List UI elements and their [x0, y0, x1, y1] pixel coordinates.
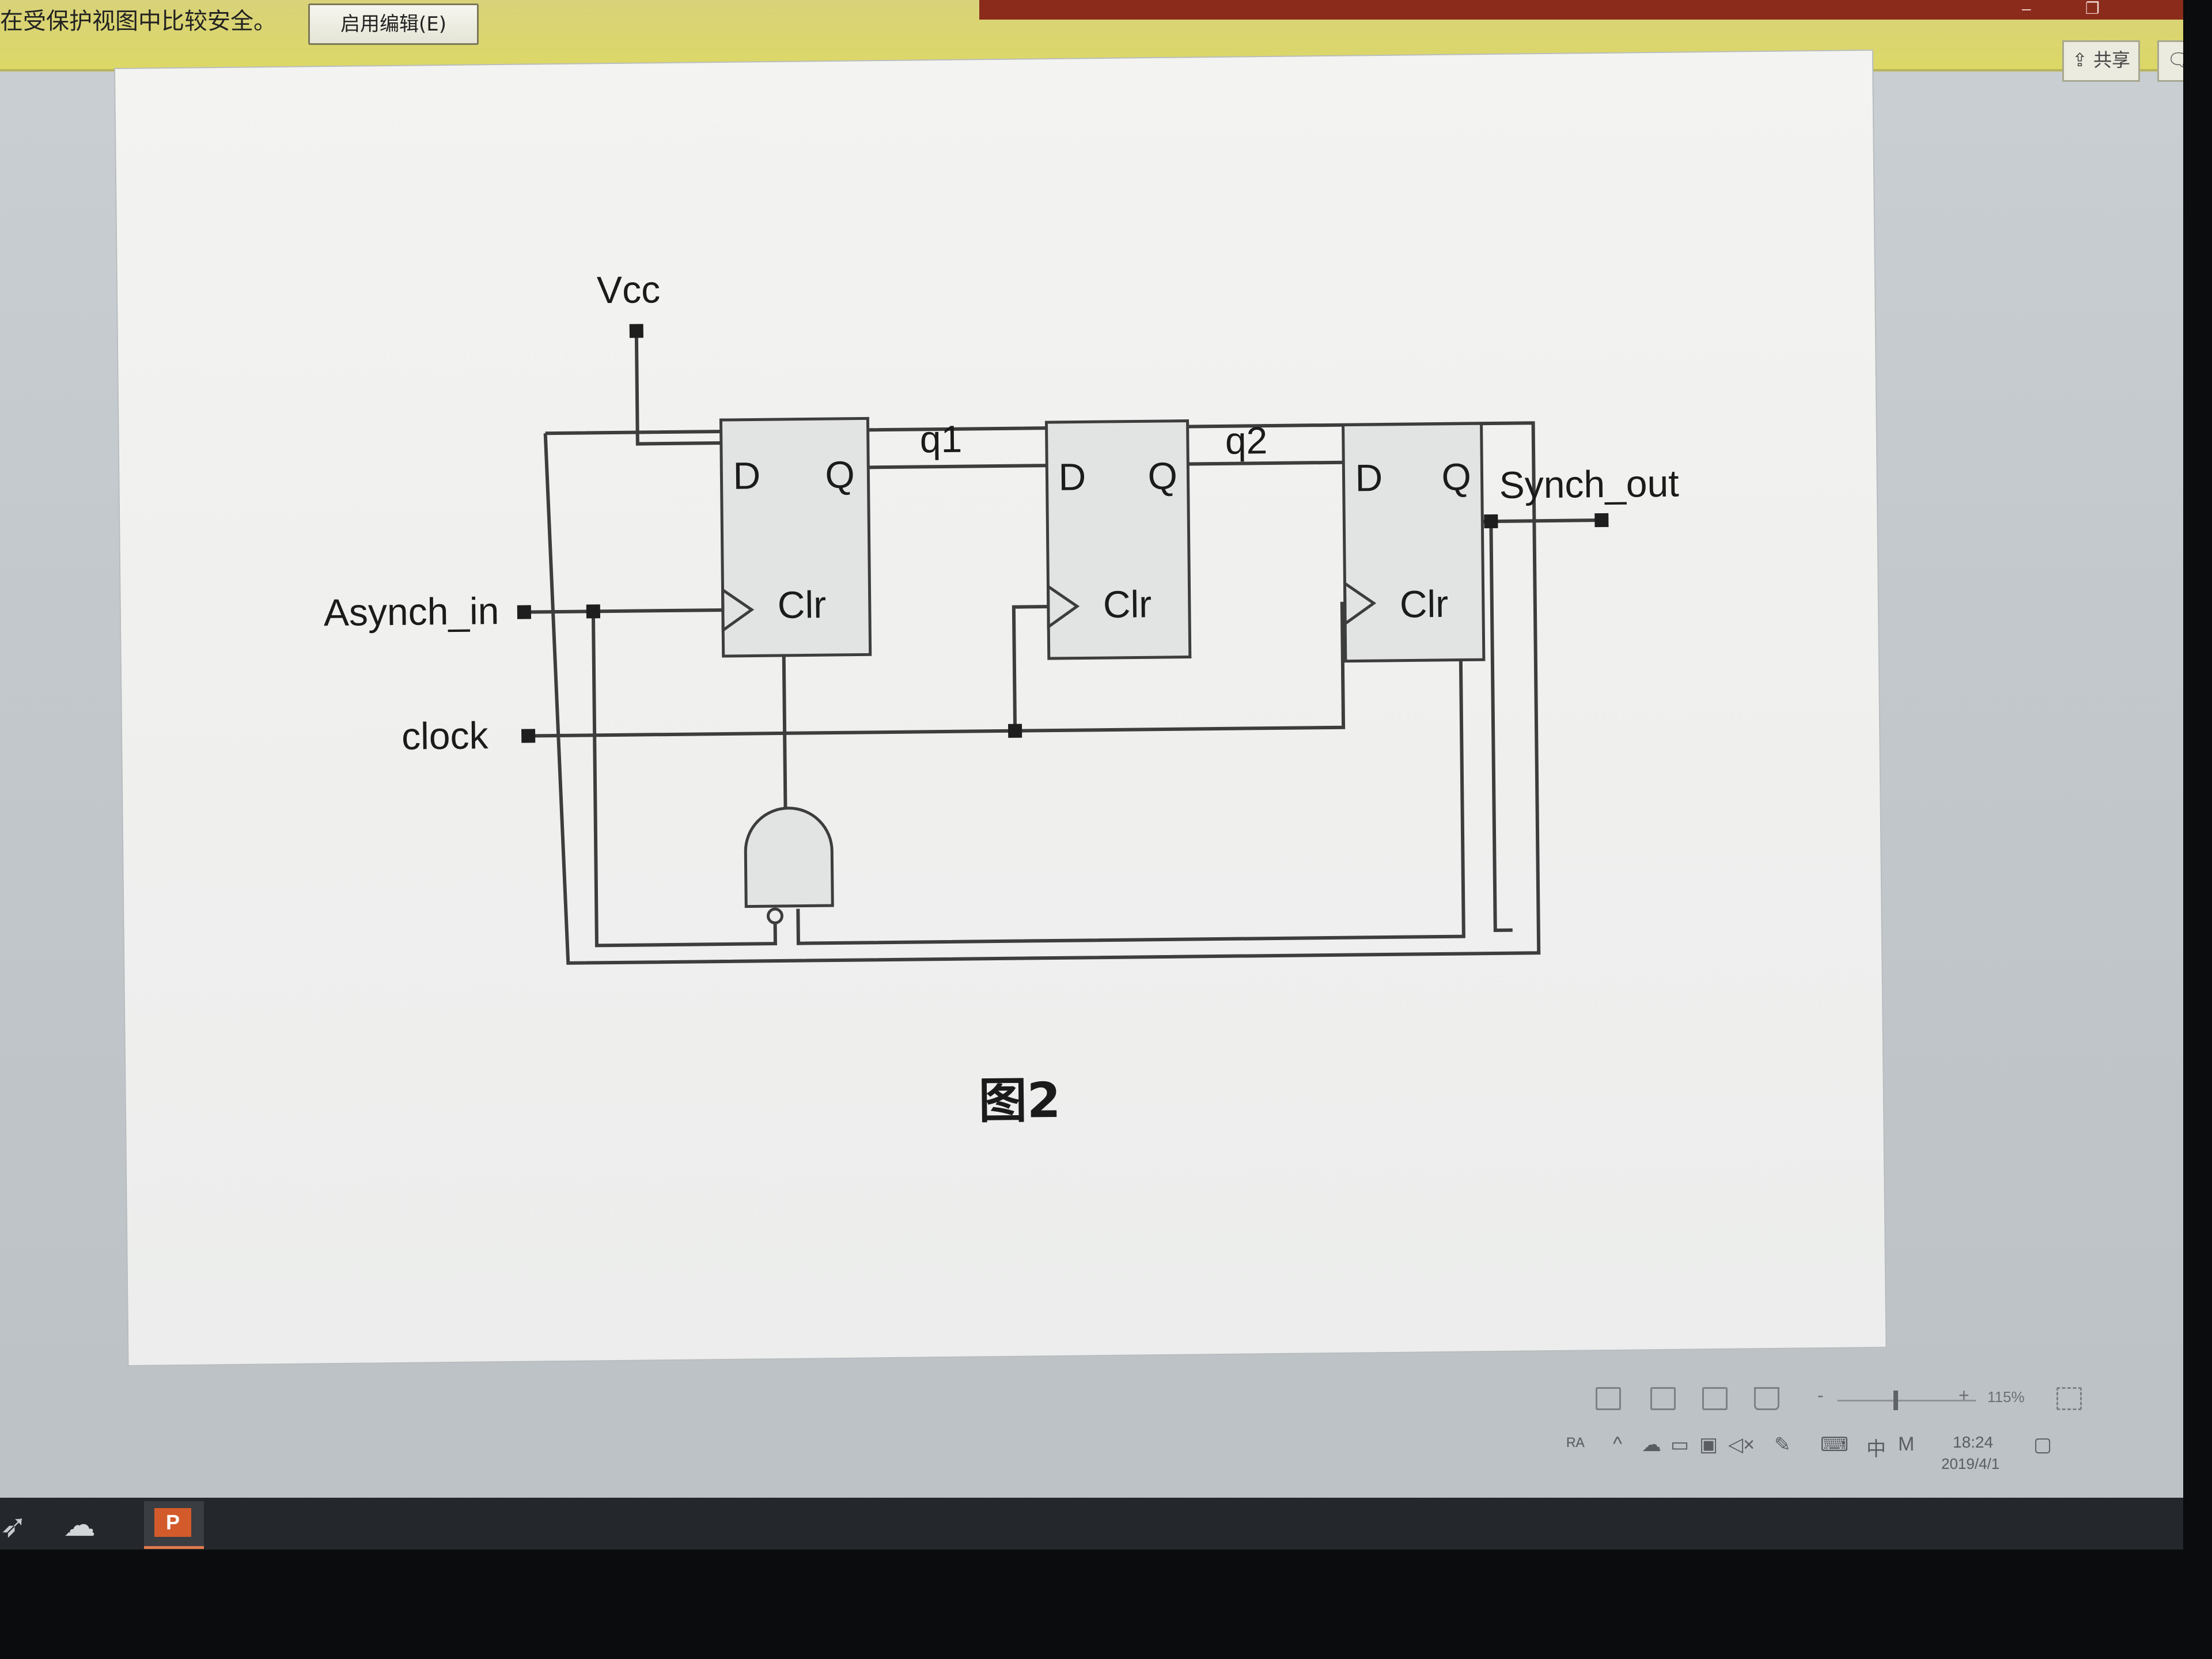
flipflop-3: [1342, 422, 1486, 663]
notification-icon[interactable]: ▢: [2033, 1434, 2052, 1456]
ff2-q-label: Q: [1147, 454, 1177, 498]
system-tray: ᴿᴬ ^ ☁ ▭ ▣ ◁× ✎ ⌨ 中 M 18:24 2019/4/1 ▢: [1550, 1423, 2183, 1475]
chevron-up-icon[interactable]: ^: [1613, 1433, 1622, 1455]
restore-button[interactable]: ❐: [2085, 0, 2100, 17]
clock-label: clock: [402, 714, 489, 757]
ime-mode-indicator[interactable]: M: [1898, 1433, 1915, 1455]
q1-label: q1: [919, 418, 962, 461]
bird-app-icon[interactable]: ➶: [0, 1508, 27, 1544]
clock-triangle-1: [721, 587, 755, 633]
cloud-app-icon[interactable]: ☁: [63, 1506, 96, 1543]
q1-wire: [868, 464, 1047, 469]
asynch-in-label: Asynch_in: [324, 589, 499, 634]
share-icon: ⇪: [2072, 49, 2093, 71]
clock-triangle-3: [1343, 580, 1377, 627]
ff3-clr-label: Clr: [1399, 582, 1448, 626]
flipflop-2: [1044, 419, 1192, 660]
pen-icon[interactable]: ✎: [1774, 1434, 1791, 1456]
asynch-in-wire: [524, 608, 726, 614]
cloud-icon[interactable]: ☁: [1642, 1434, 1661, 1456]
screen: ❐ – 在受保护视图中比较安全。 启用编辑(E) ⇪ 共享 🗨批: [0, 0, 2183, 1550]
clock-date[interactable]: 2019/4/1: [1941, 1455, 2000, 1472]
comments-button[interactable]: 🗨批: [2157, 40, 2183, 82]
powerpoint-icon: P: [154, 1508, 191, 1537]
inverter-bubble: [766, 907, 783, 925]
volume-muted-icon[interactable]: ◁×: [1728, 1434, 1755, 1456]
share-button[interactable]: ⇪ 共享: [2062, 40, 2140, 82]
document-page: Vcc Asynch_in clock Synch_out q1 q2 D Q …: [115, 51, 1886, 1365]
vcc-terminal: [629, 324, 643, 338]
enable-editing-button[interactable]: 启用编辑(E): [308, 3, 479, 45]
status-bar: - + 115%: [1555, 1382, 2183, 1423]
people-icon[interactable]: ᴿᴬ: [1567, 1434, 1585, 1456]
junction-clock: [1007, 724, 1022, 738]
clock-triangle-2: [1046, 584, 1080, 630]
asynch-in-terminal: [517, 605, 532, 619]
q2-label: q2: [1225, 419, 1267, 462]
zoom-slider[interactable]: [1838, 1400, 1976, 1402]
slide-sorter-icon[interactable]: [1650, 1387, 1676, 1410]
q2-wire: [1188, 460, 1344, 466]
keyboard-icon[interactable]: ⌨: [1820, 1434, 1849, 1456]
taskbar: ➶ ☁ P: [0, 1498, 2183, 1550]
zoom-out-button[interactable]: -: [1817, 1385, 1824, 1406]
reading-view-icon[interactable]: [1702, 1387, 1728, 1410]
comment-icon: 🗨: [2167, 49, 2183, 71]
and-gate: [744, 806, 834, 908]
feedback-wire: [591, 611, 777, 948]
clock-terminal: [521, 729, 536, 743]
title-bar: ❐ –: [979, 0, 2183, 20]
clock-wire: [528, 601, 1400, 738]
powerpoint-taskbar-button[interactable]: P: [144, 1501, 204, 1549]
slideshow-icon[interactable]: [1754, 1387, 1779, 1410]
junction-synch: [1484, 514, 1498, 529]
fit-slide-icon[interactable]: [2056, 1387, 2082, 1410]
ff2-d-label: D: [1058, 455, 1086, 498]
return-wire: [1489, 521, 1513, 933]
figure-caption: 图2: [978, 1071, 1061, 1130]
ff3-d-label: D: [1355, 456, 1382, 499]
junction-asynch: [586, 604, 601, 619]
ff3-q-label: Q: [1441, 455, 1471, 498]
synch-feedback-wire: [796, 521, 1465, 945]
ff1-clr-label: Clr: [777, 583, 826, 626]
ime-indicator[interactable]: 中: [1866, 1438, 1886, 1460]
zoom-level[interactable]: 115%: [1987, 1388, 2025, 1406]
zoom-slider-thumb[interactable]: [1893, 1391, 1898, 1410]
ff1-q-label: Q: [825, 453, 855, 497]
outer-frame: [543, 421, 1541, 965]
circuit-diagram: Vcc Asynch_in clock Synch_out q1 q2 D Q …: [324, 268, 1679, 965]
synch-out-label: Synch_out: [1499, 462, 1679, 506]
flipflop-1: [719, 416, 872, 658]
clr-wire: [782, 655, 787, 831]
network-icon[interactable]: ▣: [1699, 1434, 1718, 1456]
clock-branch-ff2: [1012, 604, 1057, 731]
battery-icon[interactable]: ▭: [1671, 1434, 1690, 1456]
ff2-clr-label: Clr: [1103, 582, 1152, 626]
protected-view-message: 在受保护视图中比较安全。: [0, 8, 276, 35]
synch-out-terminal: [1594, 513, 1609, 528]
protected-view-message-bar: ❐ – 在受保护视图中比较安全。 启用编辑(E) ⇪ 共享 🗨批: [0, 0, 2183, 82]
clock-time[interactable]: 18:24: [1953, 1433, 1994, 1451]
synch-out-wire: [1482, 518, 1601, 524]
vcc-wire: [634, 334, 721, 446]
minimize-button[interactable]: –: [2022, 0, 2031, 17]
vcc-label: Vcc: [597, 268, 661, 311]
zoom-in-button[interactable]: +: [1959, 1385, 1969, 1406]
ff1-d-label: D: [733, 454, 760, 497]
share-label: 共享: [2093, 49, 2130, 71]
normal-view-icon[interactable]: [1596, 1387, 1621, 1410]
